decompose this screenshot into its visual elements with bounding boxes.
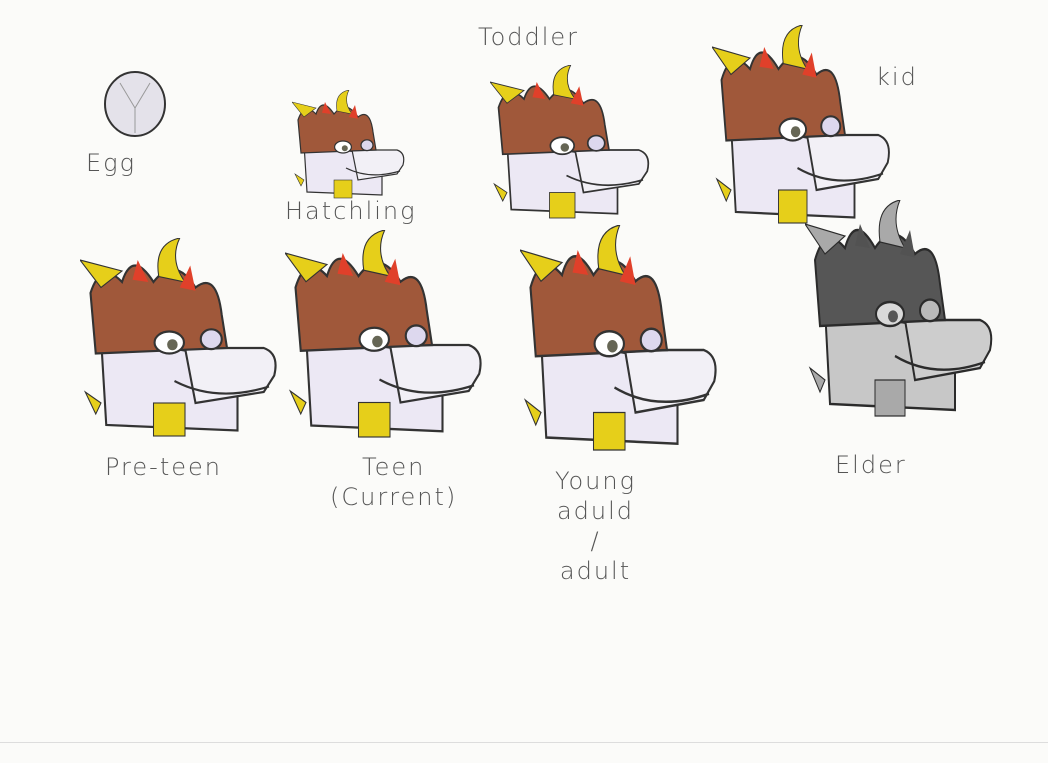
teen-drawing [283, 228, 485, 444]
hatchling-drawing [291, 89, 407, 204]
young-label: Young [555, 467, 636, 495]
stage-label-kid: kid [876, 63, 918, 91]
elder-drawing [803, 198, 1005, 434]
slash-label: / [590, 527, 601, 555]
stage-label-pre-teen: Pre-teen [105, 453, 222, 481]
teen-sublabel: (Current) [330, 483, 458, 511]
paper-edge [0, 742, 1048, 743]
pre-teen-drawing [78, 236, 280, 447]
stage-label-hatchling: Hatchling [285, 197, 417, 225]
stage-label-egg: Egg [86, 149, 136, 177]
toddler-drawing [489, 64, 660, 234]
stage-label-toddler: Toddler [478, 23, 580, 51]
young-adult-drawing [518, 223, 720, 459]
egg-drawing [100, 68, 170, 142]
stage-label-teen: Teen (Current) [330, 452, 457, 512]
aduld-label: aduld [556, 497, 635, 525]
stage-label-young-adult: Young aduld / adult [555, 466, 636, 586]
stage-label-elder: Elder [835, 451, 907, 479]
teen-label: Teen [361, 453, 426, 481]
adult-label: adult [559, 557, 632, 585]
